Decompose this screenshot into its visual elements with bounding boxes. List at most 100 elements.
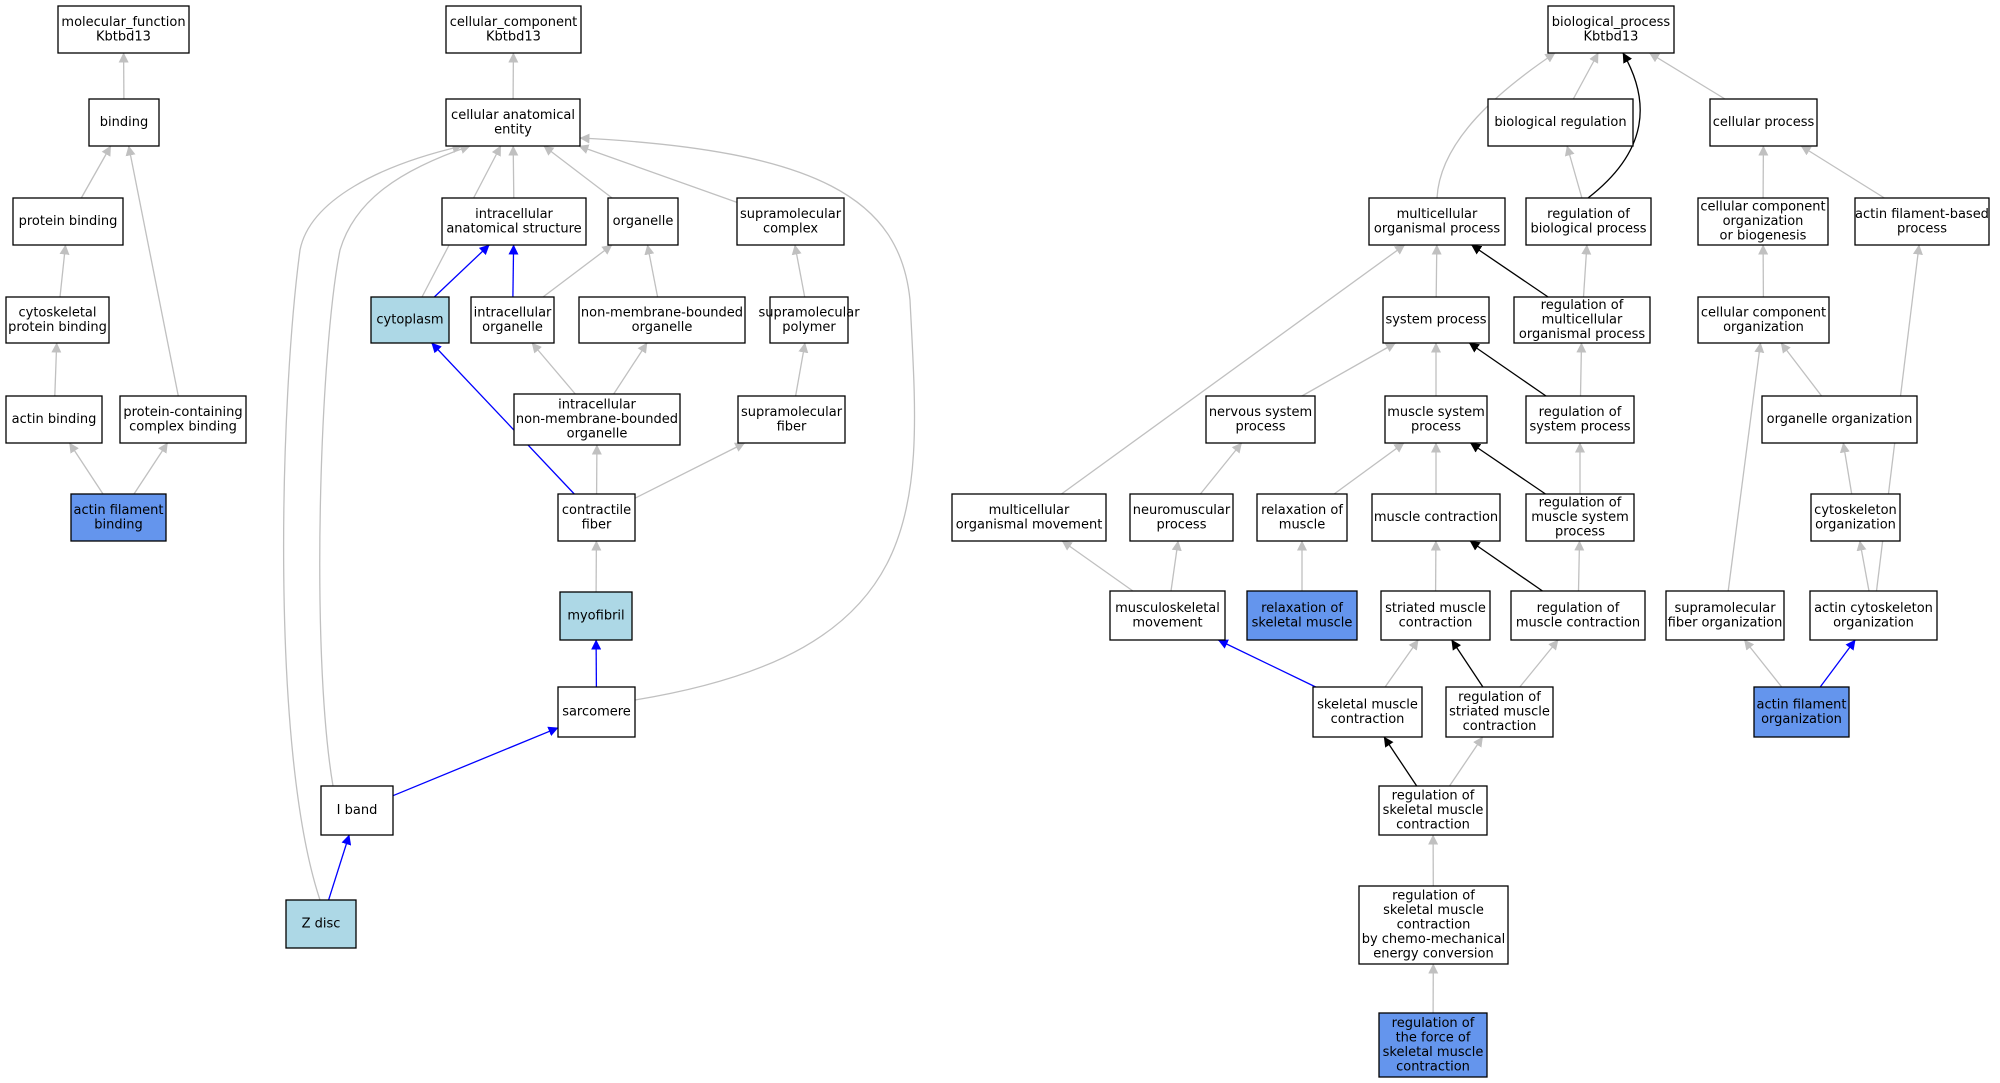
edge-regulation-of-system-process-to-system-process xyxy=(1468,342,1547,397)
node-i-band[interactable]: I band xyxy=(320,785,394,836)
edge-supramolecular-complex-to-cellular-anatomical-entity xyxy=(578,144,738,204)
edge-organelle-organization-to-cellular-component-organization xyxy=(1780,342,1823,397)
node-binding[interactable]: binding xyxy=(88,98,160,147)
node-box-cellular-component-organization-or-biogenesis xyxy=(1697,197,1829,246)
node-box-muscle-system-process xyxy=(1384,395,1488,444)
node-box-intracellular-organelle xyxy=(470,296,555,344)
node-cellular-process[interactable]: cellular process xyxy=(1709,98,1818,147)
node-label-relaxation-of-skeletal-muscle-1: skeletal muscle xyxy=(1252,615,1353,630)
node-myofibril[interactable]: myofibril xyxy=(559,591,633,641)
node-label-supramolecular-fiber-organization-1: fiber organization xyxy=(1668,615,1783,630)
node-label-actin-filament-organization-0: actin filament xyxy=(1757,697,1847,712)
node-system-process[interactable]: system process xyxy=(1382,296,1490,344)
node-label-actin-filament-binding-0: actin filament xyxy=(74,503,164,518)
node-label-non-membrane-bounded-organelle-1: organelle xyxy=(632,320,693,335)
node-box-intracellular-anatomical-structure xyxy=(441,197,587,246)
edge-regulation-of-muscle-contraction-to-muscle-contraction xyxy=(1469,540,1543,592)
edge-cytoskeleton-organization-to-organelle-organization xyxy=(1839,442,1853,495)
node-label-skeletal-muscle-contraction-1: contraction xyxy=(1331,712,1405,727)
node-box-supramolecular-fiber xyxy=(737,395,846,444)
node-box-regulation-of-biological-process xyxy=(1525,197,1652,246)
node-label-intracellular-non-membrane-bounded-organelle-1: non-membrane-bounded xyxy=(516,412,678,427)
edge-regulation-of-muscle-system-process-to-muscle-system-process xyxy=(1470,442,1546,495)
node-intracellular-non-membrane-bounded-organelle[interactable]: intracellularnon-membrane-boundedorganel… xyxy=(513,393,681,446)
node-label-regulation-of-biological-process-1: biological process xyxy=(1530,221,1646,236)
node-label-intracellular-anatomical-structure-0: intracellular xyxy=(475,207,553,222)
node-label-regulation-of-system-process-1: system process xyxy=(1529,419,1630,434)
edge-regulation-of-biological-process-to-bp-root xyxy=(1587,52,1641,199)
node-label-regulation-of-skeletal-muscle-contraction-0: regulation of xyxy=(1392,789,1475,804)
node-cytoplasm[interactable]: cytoplasm xyxy=(370,296,450,344)
node-organelle-organization[interactable]: organelle organization xyxy=(1761,395,1918,444)
node-organelle[interactable]: organelle xyxy=(607,197,679,246)
edge-intracellular-anatomical-structure-to-cellular-anatomical-entity xyxy=(508,145,519,199)
node-box-nervous-system-process xyxy=(1205,395,1316,444)
edge-actin-filament-binding-to-actin-binding xyxy=(68,442,104,495)
node-label-cellular-component-organization-or-biogenesis-1: organization xyxy=(1723,214,1804,229)
node-actin-binding[interactable]: actin binding xyxy=(5,395,103,444)
edge-nervous-system-process-to-system-process xyxy=(1301,342,1396,397)
node-protein-binding[interactable]: protein binding xyxy=(12,197,124,246)
edge-supramolecular-polymer-to-supramolecular-complex xyxy=(791,244,806,298)
node-box-actin-filament-based-process xyxy=(1854,197,1990,246)
edge-cytoplasm-to-intracellular-anatomical-structure xyxy=(433,244,490,298)
node-box-regulation-of-multicellular-organismal-process xyxy=(1513,296,1651,344)
node-label-bp-root-0: biological_process xyxy=(1552,15,1671,30)
node-label-regulation-of-muscle-system-process-0: regulation of xyxy=(1539,496,1622,511)
node-label-multicellular-organismal-movement-0: multicellular xyxy=(989,503,1070,518)
node-sarcomere[interactable]: sarcomere xyxy=(557,686,636,738)
node-label-cytoskeletal-protein-binding-0: cytoskeletal xyxy=(18,305,96,320)
node-box-regulation-of-system-process xyxy=(1525,395,1635,444)
node-label-regulation-of-force-of-skeletal-muscle-contraction-2: skeletal muscle xyxy=(1383,1045,1484,1060)
node-biological-regulation[interactable]: biological regulation xyxy=(1487,98,1634,147)
node-label-cytoskeletal-protein-binding-1: protein binding xyxy=(8,320,107,335)
node-box-regulation-of-muscle-contraction xyxy=(1510,590,1646,641)
node-z-disc[interactable]: Z disc xyxy=(285,899,357,949)
node-label-cellular-component-organization-or-biogenesis-2: or biogenesis xyxy=(1720,229,1807,244)
node-muscle-contraction[interactable]: muscle contraction xyxy=(1371,493,1501,542)
edge-actin-filament-binding-to-protein-containing-complex-binding xyxy=(133,442,169,495)
node-label-organelle-0: organelle xyxy=(613,214,674,229)
node-label-mf-root-0: molecular_function xyxy=(61,15,185,30)
